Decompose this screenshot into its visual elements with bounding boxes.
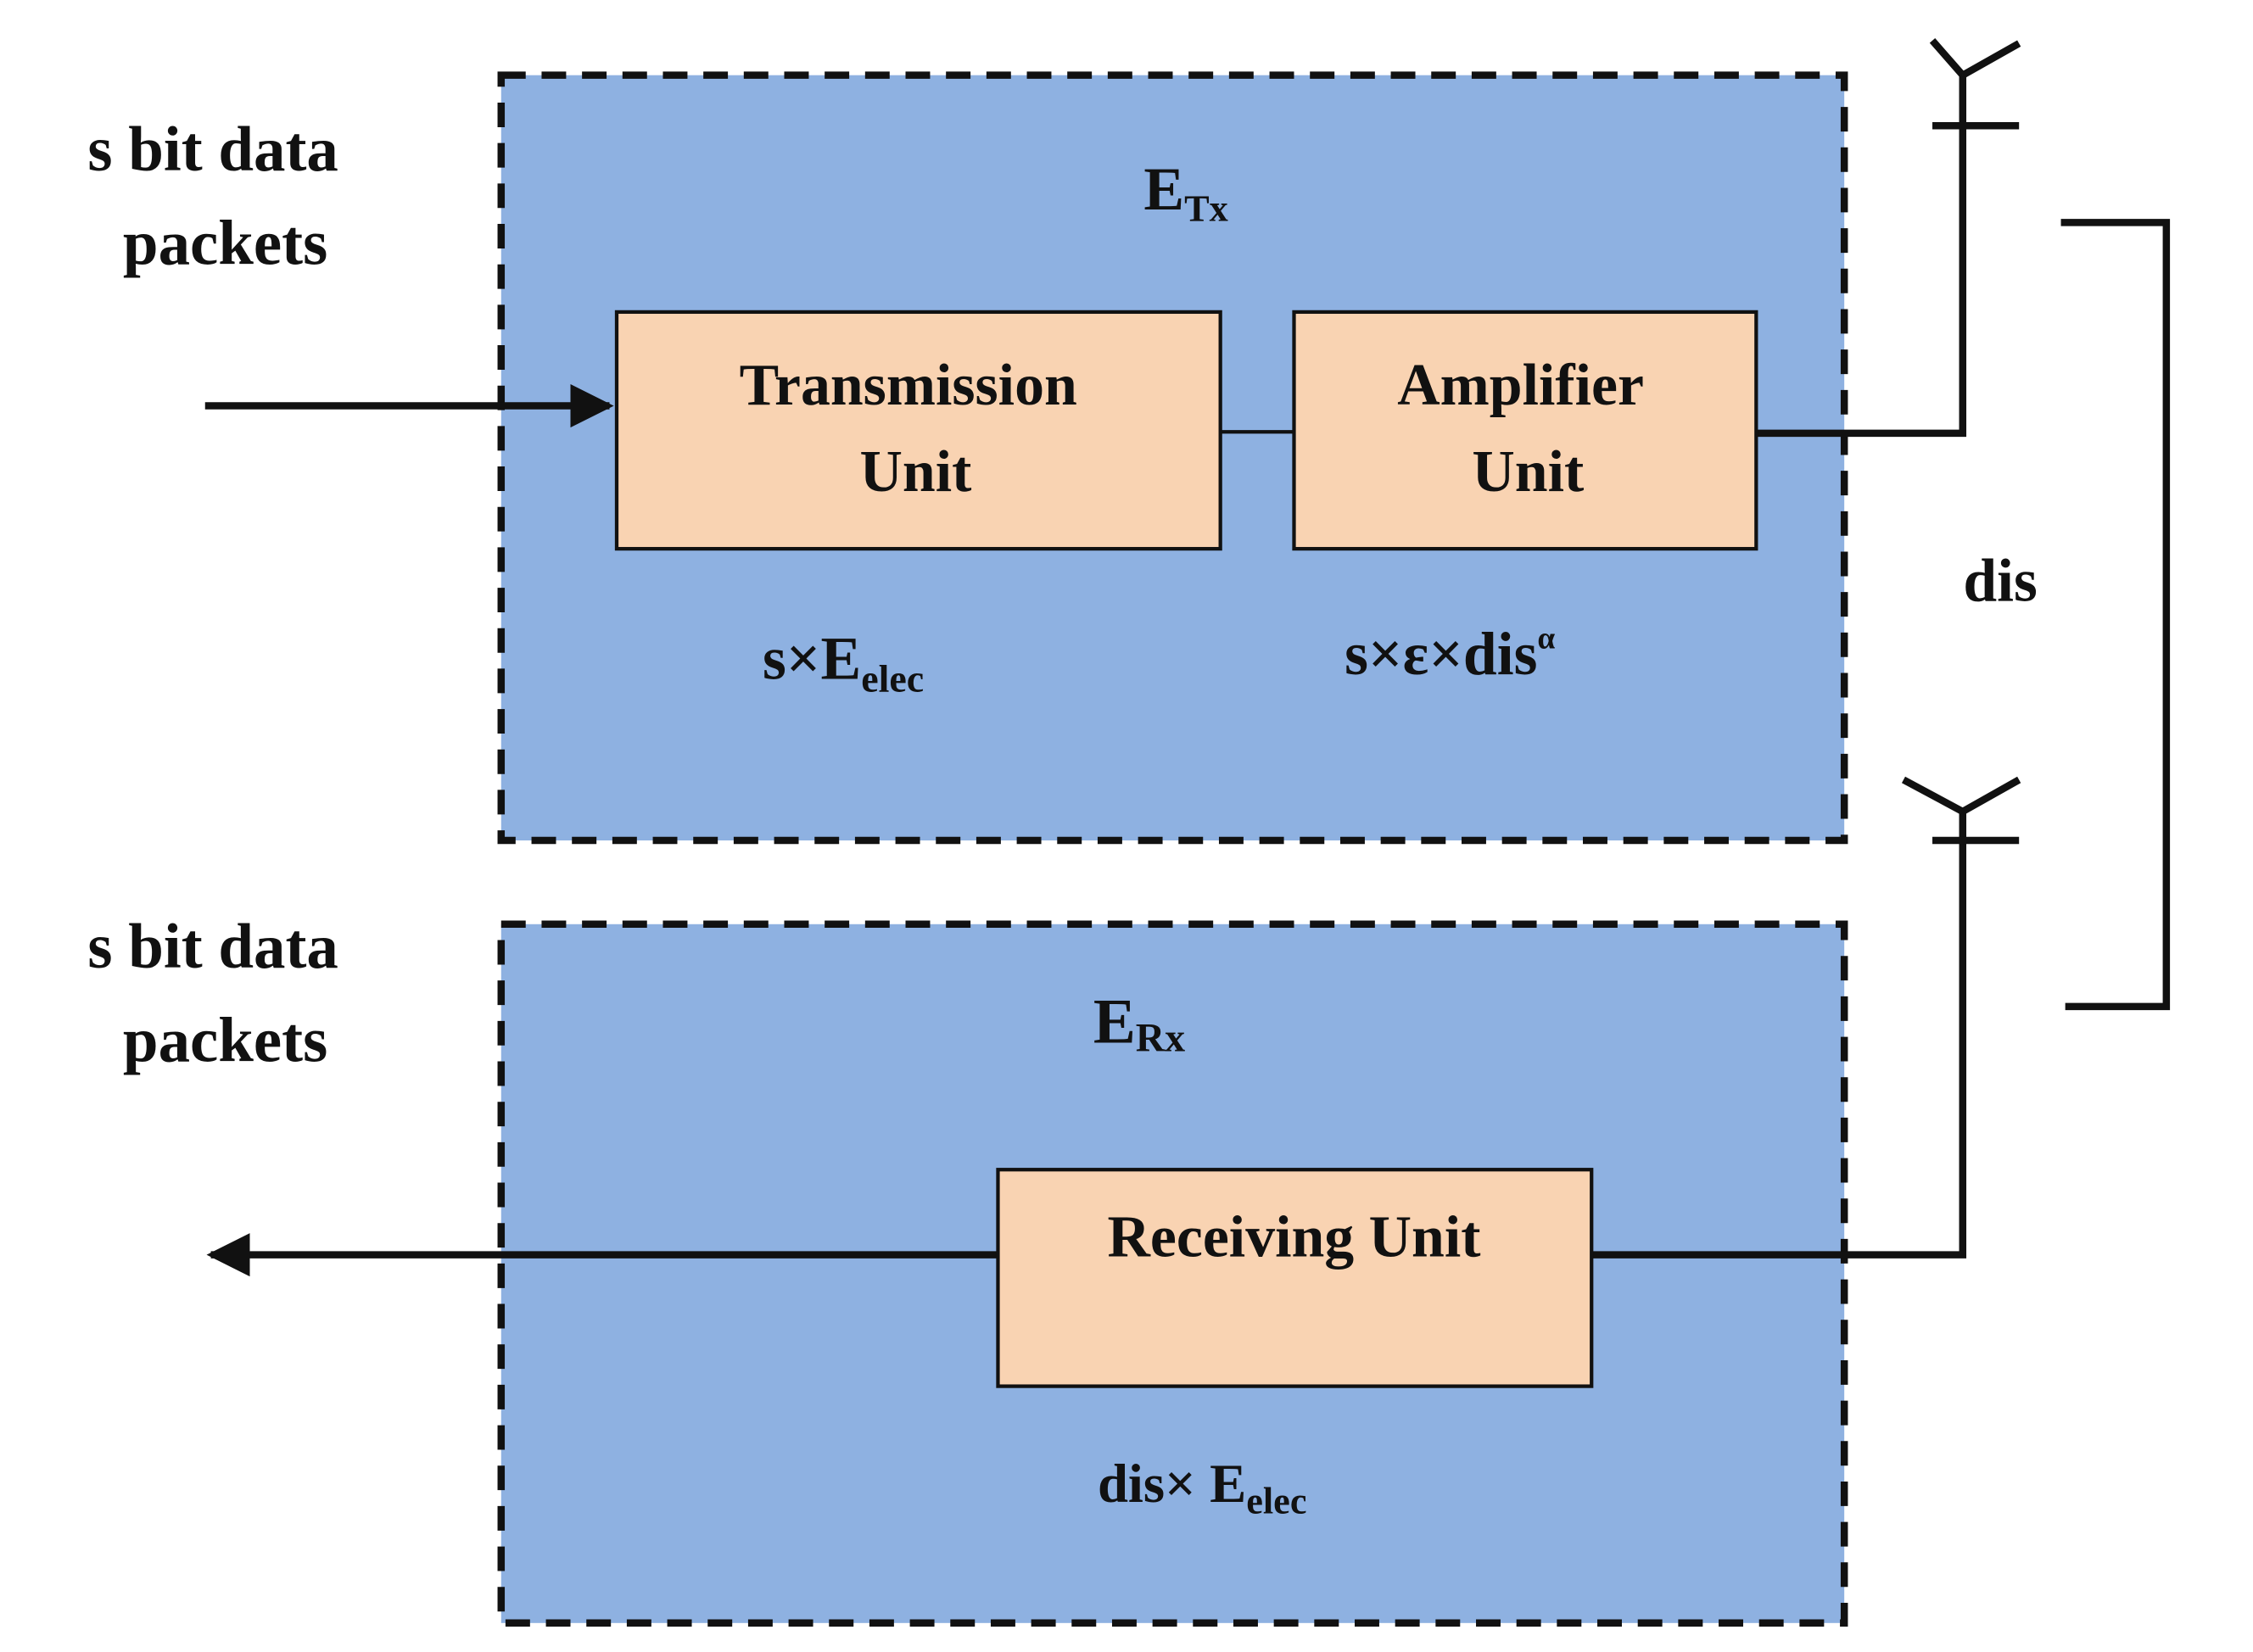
output-label-line1: s bit data [87, 912, 338, 982]
amplifier-unit-line2: Unit [1472, 439, 1584, 505]
amplifier-unit-line1: Amplifier [1397, 353, 1644, 418]
amplifier-energy-main: s×ε×dis [1345, 621, 1537, 688]
rx-antenna-icon [1901, 776, 2021, 845]
receiving-energy-formula: dis× Eelec [1098, 1453, 1307, 1522]
input-label-line2: packets [123, 209, 327, 279]
transmission-unit-label: Transmission Unit [740, 353, 1093, 505]
transmission-energy-main: s×E [763, 625, 861, 692]
output-label-line2: packets [123, 1006, 327, 1076]
rx-antenna-line [1591, 840, 1967, 1259]
amplifier-energy-sup: α [1537, 622, 1555, 656]
receiving-unit-box [996, 1168, 1594, 1388]
rx-title-main: E [1093, 986, 1136, 1057]
amplifier-energy-formula: s×ε×disα [1345, 621, 1555, 688]
rx-title-sub: Rx [1136, 1017, 1185, 1061]
tx-antenna-icon [1929, 38, 2021, 130]
distance-label: dis [1963, 547, 2037, 614]
distance-bracket [2060, 219, 2171, 1011]
rx-title: ERx [1093, 986, 1185, 1060]
input-label-line1: s bit data [87, 114, 338, 185]
input-label: s bit data packets [87, 114, 354, 279]
amplifier-unit-box [1292, 310, 1758, 551]
receiving-unit-label: Receiving Unit [1107, 1204, 1480, 1270]
tx-title: ETx [1143, 156, 1227, 230]
transmission-energy-sub: elec [861, 657, 924, 700]
transmission-unit-line2: Unit [859, 439, 971, 505]
transmission-unit-box [614, 310, 1222, 551]
tx-title-main: E [1143, 156, 1184, 223]
amplifier-unit-label: Amplifier Unit [1397, 353, 1658, 505]
transmission-unit-line1: Transmission [740, 353, 1077, 418]
output-label: s bit data packets [87, 912, 354, 1076]
receiving-energy-main: dis× E [1098, 1453, 1246, 1514]
receiving-energy-sub: elec [1246, 1480, 1306, 1521]
tx-antenna-line [1756, 124, 1967, 438]
tx-title-sub: Tx [1184, 188, 1228, 230]
transmission-energy-formula: s×Eelec [763, 625, 924, 700]
